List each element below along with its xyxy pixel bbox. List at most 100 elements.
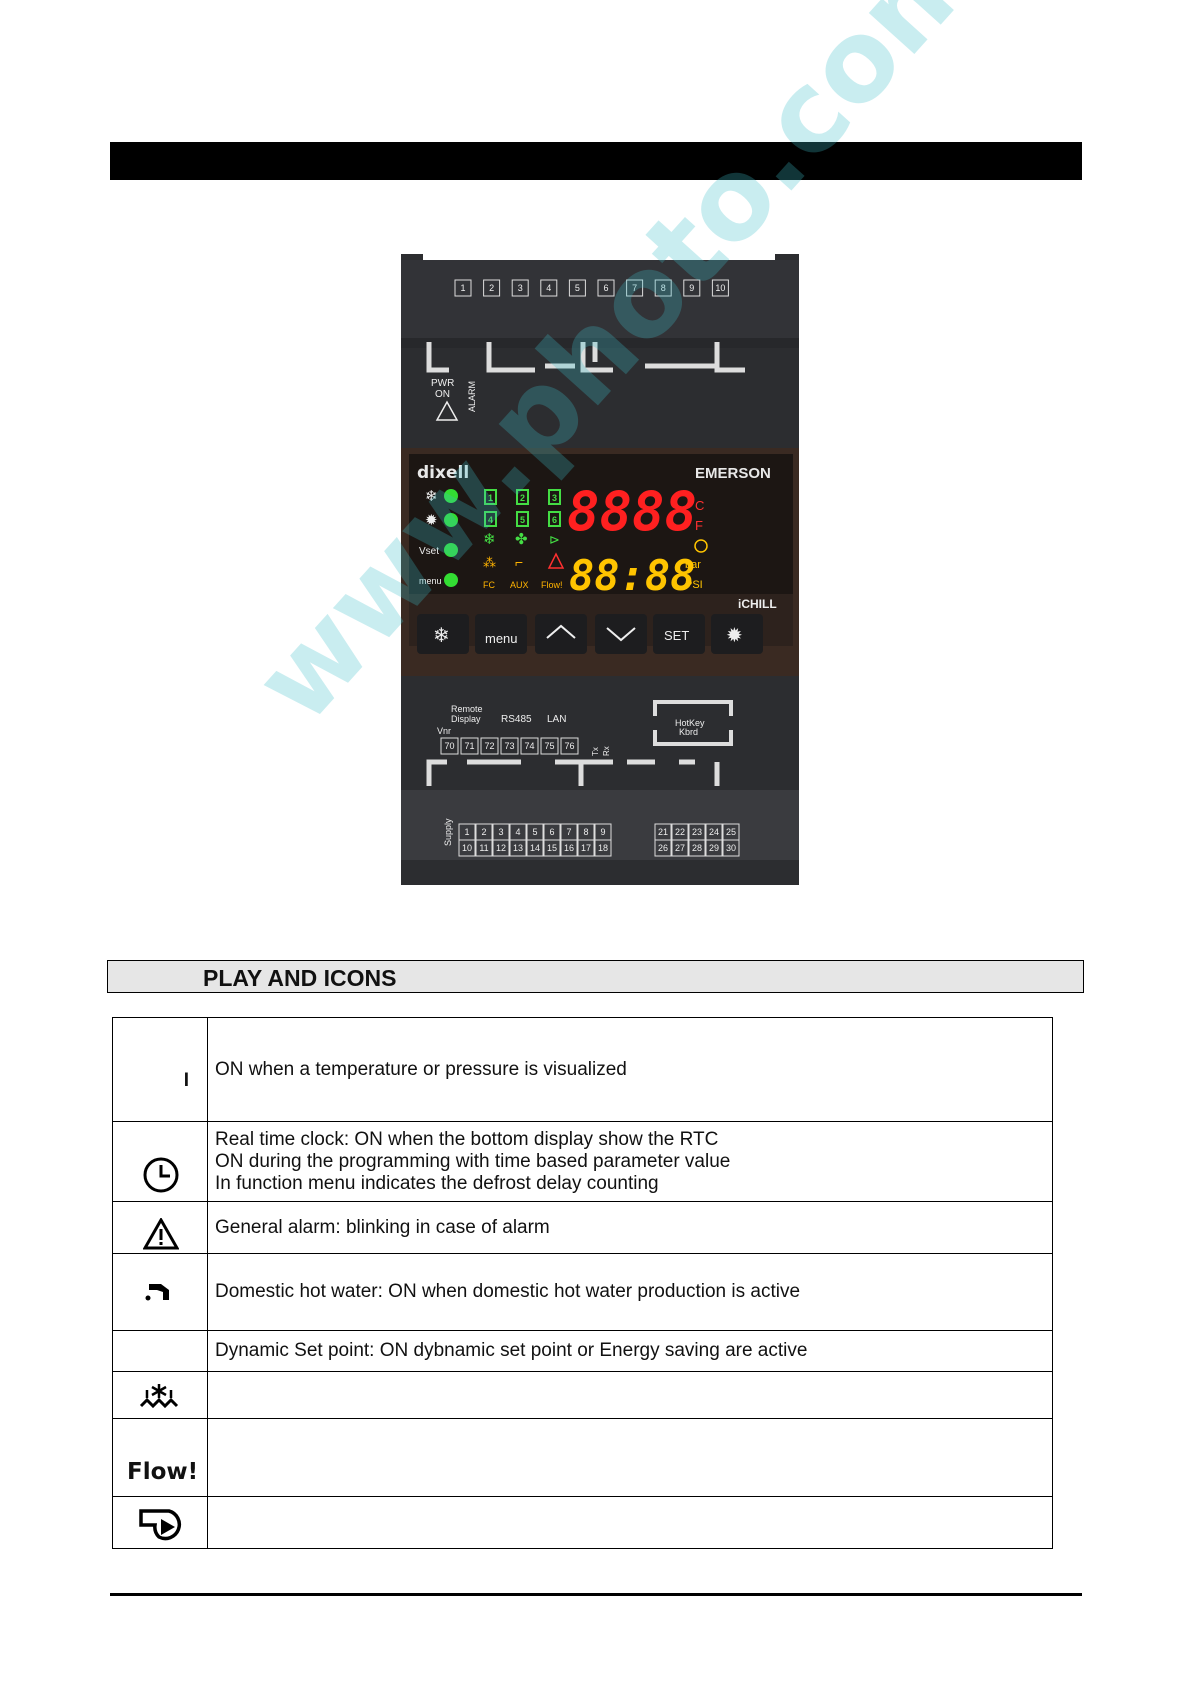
down-arrow-icon (606, 627, 636, 642)
set-button-label: SET (664, 628, 689, 643)
terminal-box (540, 737, 559, 755)
terminal-number: 74 (524, 741, 534, 751)
header-bar (110, 142, 1082, 180)
terminal-box (626, 279, 644, 297)
compressor-icon (516, 511, 529, 527)
flow-led-label: Flow! (541, 580, 563, 590)
terminal-number: 6 (603, 283, 608, 293)
hotkey-label: HotKey (675, 718, 705, 728)
terminal-number: 72 (484, 741, 494, 751)
terminal-number: 2 (481, 827, 486, 837)
terminal-number: 4 (546, 283, 551, 293)
menu-button[interactable] (475, 614, 527, 654)
heat-button-icon: ✹ (726, 625, 743, 647)
terminal-number: 3 (518, 283, 523, 293)
terminal-number: 12 (496, 843, 506, 853)
terminal-number: 5 (532, 827, 537, 837)
terminal-number: 9 (600, 827, 605, 837)
supply-label: Supply (443, 818, 453, 846)
terminal-number: 8 (661, 283, 666, 293)
terminal-box (480, 737, 499, 755)
terminal-number: 17 (581, 843, 591, 853)
terminal-box (460, 737, 479, 755)
alarm-label: ALARM (467, 381, 477, 412)
compressor-number: 3 (552, 493, 557, 503)
terminal-box (568, 279, 586, 297)
terminal-number: 10 (715, 283, 725, 293)
description-cell: General alarm: blinking in case of alarm (207, 1201, 1053, 1254)
terminal-box (722, 839, 740, 857)
heat-button[interactable] (711, 614, 763, 654)
set-button[interactable] (653, 614, 705, 654)
terminal-number: 29 (709, 843, 719, 853)
terminal-box (454, 279, 472, 297)
terminal-number: 15 (547, 843, 557, 853)
clock-led-icon (694, 539, 708, 553)
terminal-box (688, 839, 706, 857)
cool-led (444, 489, 458, 503)
table-row: Dynamic Set point: ON dybnamic set point… (112, 1330, 1053, 1372)
menu-led (444, 573, 458, 587)
terminal-number: 30 (726, 843, 736, 853)
compressor-icon (484, 511, 497, 527)
terminal-number: 24 (709, 827, 719, 837)
terminal-box (492, 839, 510, 857)
terminal-number: 1 (464, 827, 469, 837)
compressor-number: 4 (488, 515, 493, 525)
description-cell: Domestic hot water: ON when domestic hot… (207, 1253, 1053, 1331)
terminal-box (594, 839, 612, 857)
terminal-number: 26 (658, 843, 668, 853)
terminal-box (475, 839, 493, 857)
display-label: Display (451, 714, 481, 724)
remote-label: Remote (451, 704, 483, 714)
terminal-number: 6 (549, 827, 554, 837)
terminal-number: 2 (489, 283, 494, 293)
description-cell (207, 1418, 1053, 1497)
keypad: ❄ menu SET ✹ (417, 614, 763, 654)
section-header: PLAY AND ICONS (107, 960, 1084, 993)
terminal-box (711, 279, 729, 297)
icon-table: I ON when a temperature or pressure is v… (112, 1017, 1053, 1549)
compressor-number: 2 (520, 493, 525, 503)
down-button[interactable] (595, 614, 647, 654)
description-cell (207, 1371, 1053, 1419)
compressor-icon (548, 511, 561, 527)
on-label: ON (435, 389, 450, 400)
flow-icon: Flow! (127, 1459, 199, 1485)
up-button[interactable] (535, 614, 587, 654)
vnr-label: Vnr (437, 726, 451, 736)
description-text: In function menu indicates the defrost d… (215, 1172, 659, 1194)
terminal-number: 27 (675, 843, 685, 853)
brand-dixell: dixell (417, 463, 469, 483)
table-row: General alarm: blinking in case of alarm (112, 1201, 1053, 1254)
compressor-number: 1 (488, 493, 493, 503)
top-display: 8888 (567, 480, 697, 543)
terminal-box (654, 839, 672, 857)
description-text: Real time clock: ON when the bottom disp… (215, 1128, 719, 1150)
icon-cell (112, 1496, 208, 1549)
description-text: Dynamic Set point: ON dybnamic set point… (215, 1340, 808, 1361)
sun-icon: ✹ (425, 512, 438, 529)
snowflake-icon: ❄ (425, 488, 438, 505)
terminal-number: 5 (575, 283, 580, 293)
terminal-number: 9 (689, 283, 694, 293)
terminal-number: 73 (504, 741, 514, 751)
rx-label: Rx (602, 746, 611, 756)
terminal-box (705, 839, 723, 857)
fan-icon: ✤ (515, 531, 528, 548)
terminal-number: 1 (460, 283, 465, 293)
cool-button[interactable] (417, 614, 469, 654)
table-row: Flow! (112, 1418, 1053, 1497)
terminal-number: 71 (464, 741, 474, 751)
description-text: ON when a temperature or pressure is vis… (215, 1058, 627, 1080)
icon-cell (112, 1253, 208, 1331)
terminal-box (526, 839, 544, 857)
terminal-number: 22 (675, 827, 685, 837)
terminal-box (509, 839, 527, 857)
terminal-box (520, 737, 539, 755)
terminal-number: 7 (566, 827, 571, 837)
